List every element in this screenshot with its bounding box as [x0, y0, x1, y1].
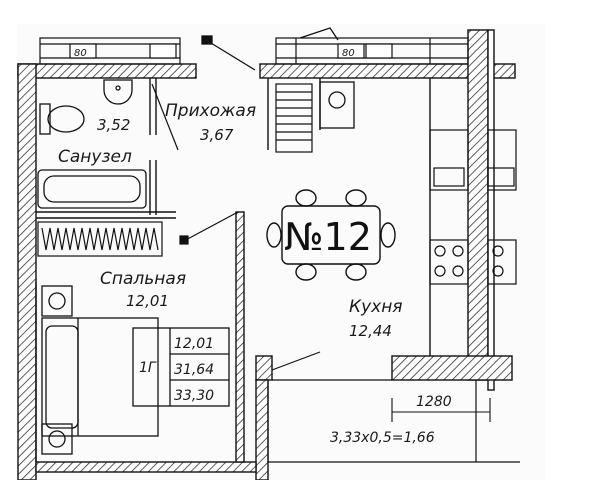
- toilet-icon: [39, 103, 85, 135]
- balcony-width: 1280: [416, 394, 452, 410]
- area-table: [132, 327, 230, 407]
- kitchen-counter-icon: [429, 129, 517, 285]
- apartment-type: 1Г: [139, 360, 157, 376]
- nightstand-icon: [41, 285, 73, 455]
- balcony-door: [267, 351, 520, 463]
- window-mark-left: 80: [74, 48, 87, 59]
- entrance-door: [201, 27, 339, 71]
- bathtub-icon: [37, 169, 147, 209]
- door-swing: [151, 83, 239, 245]
- window-top-left: [39, 37, 181, 65]
- bedroom-name: Спальная: [100, 269, 186, 289]
- kitchen-name: Кухня: [349, 297, 403, 317]
- kitchen-area: 12,44: [349, 322, 392, 340]
- washing-machine-icon: [319, 81, 355, 129]
- area-total: 31,64: [174, 362, 214, 378]
- area-living: 12,01: [174, 336, 214, 352]
- wardrobe-icon: [275, 83, 313, 153]
- window-top-right: [275, 37, 469, 65]
- dining-table-icon: [266, 189, 396, 281]
- area-total-with-balcony: 33,30: [174, 388, 214, 404]
- partitions: [35, 78, 431, 463]
- bathroom-name: Санузел: [58, 147, 132, 167]
- bedroom-area: 12,01: [126, 292, 169, 310]
- sink-icon: [103, 79, 133, 105]
- bedroom-wardrobe-icon: [37, 221, 163, 257]
- bed-icon: [41, 317, 159, 437]
- hallway-name: Прихожая: [165, 101, 256, 121]
- bathroom-area: 3,52: [97, 116, 130, 134]
- window-mark-center: 80: [342, 48, 355, 59]
- balcony-formula: 3,33x0,5=1,66: [330, 430, 435, 446]
- apartment-number: №12: [284, 215, 372, 259]
- dimension-line: [391, 398, 491, 422]
- walls: [17, 29, 516, 480]
- hallway-area: 3,67: [200, 126, 234, 144]
